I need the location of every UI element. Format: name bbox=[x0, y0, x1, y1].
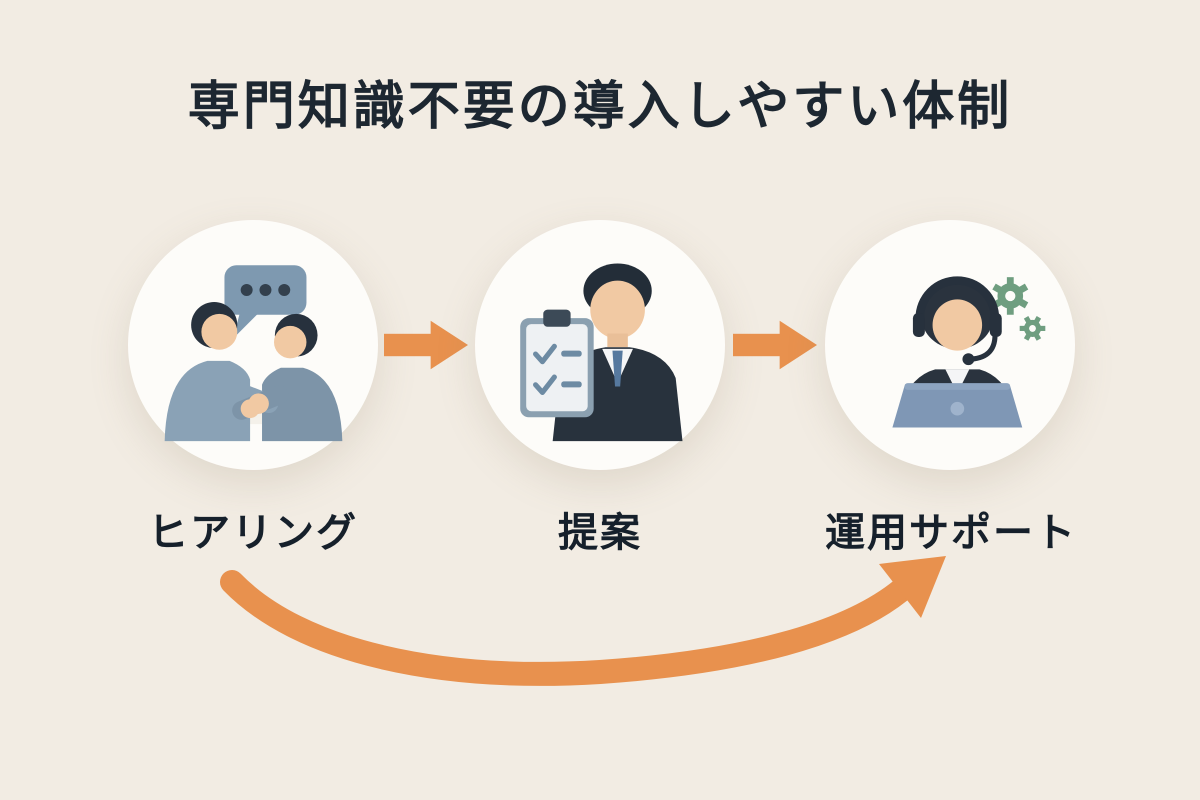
gears-icon bbox=[991, 276, 1045, 341]
handshake-conversation-icon bbox=[164, 264, 342, 441]
step-proposal: 提案 bbox=[475, 220, 725, 558]
step-circle bbox=[475, 220, 725, 470]
step-circle bbox=[825, 220, 1075, 470]
arrow-right-icon bbox=[383, 317, 469, 373]
step-hearing: ヒアリング bbox=[128, 220, 378, 558]
headset-icon bbox=[914, 275, 999, 318]
step-operation-support: 運用サポート bbox=[825, 220, 1075, 558]
page-title: 専門知識不要の導入しやすい体制 bbox=[187, 77, 1013, 137]
step-label-hearing: ヒアリング bbox=[148, 510, 358, 556]
step-label-proposal: 提案 bbox=[558, 510, 642, 556]
step-label-operation-support: 運用サポート bbox=[825, 510, 1077, 556]
arrow-right-icon bbox=[732, 317, 818, 373]
proposal-checklist-icon bbox=[519, 263, 682, 441]
support-operator-icon bbox=[891, 275, 1045, 427]
step-circle bbox=[128, 220, 378, 470]
